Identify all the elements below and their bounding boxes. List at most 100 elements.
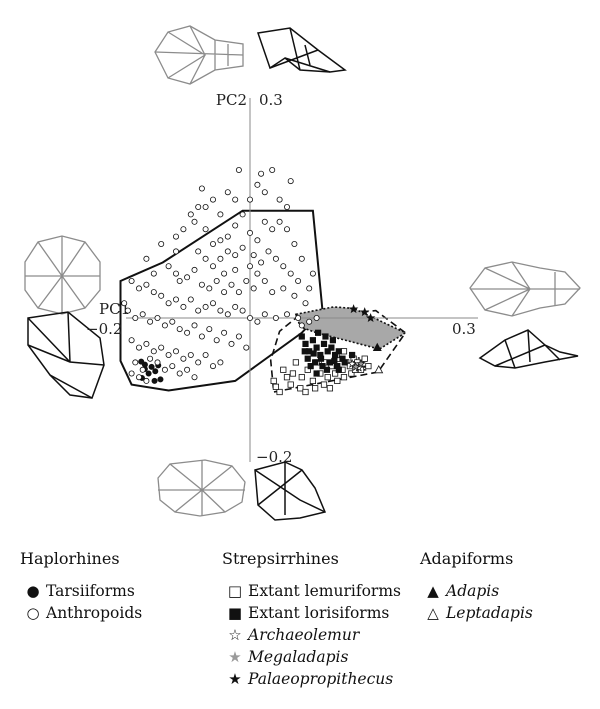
legend-haplorhines: Haplorhines ● Tarsiiforms ○ Anthropoids <box>20 548 142 624</box>
point-anthropoids <box>224 248 231 255</box>
y-axis-max-tick: 0.3 <box>259 91 283 109</box>
legend-item-tarsiiforms: ● Tarsiiforms <box>20 580 142 602</box>
point-extant-lorisiforms <box>324 348 331 355</box>
point-anthropoids <box>306 285 313 292</box>
point-extant-lorisiforms <box>349 351 356 359</box>
skull-wireframe-top-lateral <box>257 27 347 73</box>
point-anthropoids <box>180 303 187 310</box>
point-anthropoids <box>135 344 142 351</box>
point-anthropoids <box>243 344 250 351</box>
point-anthropoids <box>254 181 261 188</box>
point-megaladapis <box>351 361 361 371</box>
legend-label: Tarsiiforms <box>46 582 135 600</box>
point-anthropoids <box>124 307 131 314</box>
skull-wireframe-bottom-dorsal <box>157 459 246 517</box>
point-anthropoids <box>165 263 172 270</box>
point-anthropoids <box>246 196 253 203</box>
point-anthropoids <box>150 348 157 355</box>
point-anthropoids <box>239 307 246 314</box>
point-anthropoids <box>172 296 179 303</box>
point-anthropoids <box>191 218 198 225</box>
point-anthropoids <box>169 318 176 325</box>
point-anthropoids <box>202 255 209 262</box>
legend-label: Adapis <box>446 582 500 600</box>
point-anthropoids <box>265 248 272 255</box>
point-anthropoids <box>261 218 268 225</box>
point-anthropoids <box>246 314 253 321</box>
point-anthropoids <box>298 255 305 262</box>
point-extant-lemuriforms <box>340 348 348 355</box>
point-anthropoids <box>269 166 276 173</box>
point-leptadapis <box>374 364 384 374</box>
point-anthropoids <box>306 318 313 325</box>
filled-square-icon: ■ <box>227 604 243 622</box>
point-anthropoids <box>154 314 161 321</box>
point-anthropoids <box>191 322 198 329</box>
point-extant-lemuriforms <box>348 370 355 377</box>
point-extant-lorisiforms <box>304 355 311 362</box>
point-anthropoids <box>217 255 224 262</box>
point-anthropoids <box>309 270 316 277</box>
legend-label: Archaeolemur <box>248 626 360 644</box>
point-anthropoids <box>217 359 224 366</box>
point-anthropoids <box>176 277 183 284</box>
legend-label: Extant lemuriforms <box>248 582 401 600</box>
point-anthropoids <box>161 366 168 373</box>
point-anthropoids <box>195 248 202 255</box>
point-anthropoids <box>232 196 239 203</box>
point-palaeopropithecus <box>359 307 370 317</box>
open-square-icon: □ <box>227 582 243 600</box>
point-anthropoids <box>221 329 228 336</box>
point-anthropoids <box>228 340 235 347</box>
point-extant-lorisiforms <box>313 370 320 377</box>
point-anthropoids <box>158 344 165 351</box>
point-anthropoids <box>209 240 216 247</box>
legend-item-anthropoids: ○ Anthropoids <box>20 602 142 624</box>
point-anthropoids <box>147 355 154 362</box>
point-anthropoids <box>180 226 187 233</box>
point-anthropoids <box>187 296 194 303</box>
point-anthropoids <box>258 170 265 177</box>
skull-wireframe-left-dorsal <box>24 235 101 315</box>
point-anthropoids <box>261 189 268 196</box>
point-anthropoids <box>158 292 165 299</box>
filled-triangle-icon: ▲ <box>427 582 439 600</box>
point-anthropoids <box>295 314 302 321</box>
skull-wireframe-right-dorsal <box>469 261 581 317</box>
legend-item-megaladapis: ★ Megaladapis <box>222 646 401 668</box>
hull-haplorhines <box>119 209 324 392</box>
point-anthropoids <box>209 263 216 270</box>
point-anthropoids <box>209 363 216 370</box>
point-anthropoids <box>169 363 176 370</box>
point-anthropoids <box>221 270 228 277</box>
point-tarsiiforms <box>145 370 152 377</box>
point-anthropoids <box>135 285 142 292</box>
point-extant-lorisiforms <box>313 344 320 351</box>
point-anthropoids <box>269 289 276 296</box>
point-anthropoids <box>143 340 150 347</box>
point-anthropoids <box>184 366 191 373</box>
point-extant-lorisiforms <box>319 362 326 370</box>
point-tarsiiforms <box>148 363 155 370</box>
point-anthropoids <box>187 211 194 218</box>
point-anthropoids <box>224 311 231 318</box>
legend-label: Megaladapis <box>248 648 349 666</box>
point-anthropoids <box>239 244 246 251</box>
point-extant-lemuriforms <box>272 383 280 390</box>
point-anthropoids <box>298 322 305 329</box>
point-anthropoids <box>213 337 220 344</box>
point-anthropoids <box>224 233 231 240</box>
point-anthropoids <box>180 355 187 362</box>
grey-star-icon: ★ <box>228 648 242 666</box>
point-anthropoids <box>254 270 261 277</box>
point-anthropoids <box>202 203 209 210</box>
point-extant-lemuriforms <box>280 366 287 373</box>
point-anthropoids <box>246 229 253 236</box>
point-anthropoids <box>280 285 287 292</box>
point-extant-lorisiforms <box>302 340 309 348</box>
point-anthropoids <box>206 326 213 333</box>
open-triangle-icon: △ <box>427 604 439 622</box>
point-anthropoids <box>184 274 191 281</box>
point-anthropoids <box>195 307 202 314</box>
legend-label: Anthropoids <box>46 604 143 622</box>
